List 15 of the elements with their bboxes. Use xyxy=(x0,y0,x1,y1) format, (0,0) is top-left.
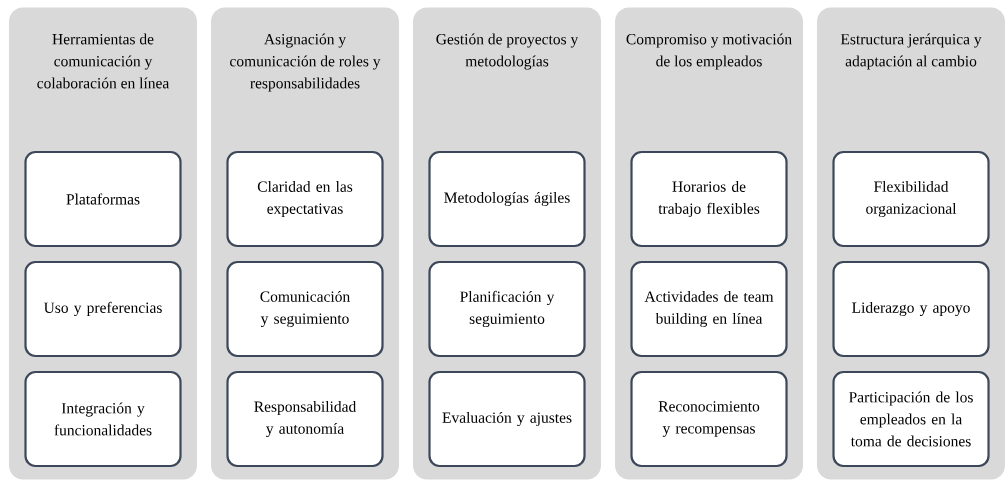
item-box: Horarios de trabajo flexibles xyxy=(630,150,788,248)
item-box: Plataformas xyxy=(24,150,182,248)
item-box: Claridad en las expectativas xyxy=(226,150,384,248)
item-box: Comunicación y seguimiento xyxy=(226,260,384,358)
item-box: Reconocimiento y recompensas xyxy=(630,370,788,468)
item-box: Participación de los empleados en la toma de decisiones xyxy=(832,370,990,468)
item-box: Integración y funcionalidades xyxy=(24,370,182,468)
item-box: Actividades de team building en línea xyxy=(630,260,788,358)
item-box: Responsabilidad y autonomía xyxy=(226,370,384,468)
item-box: Metodologías ágiles xyxy=(428,150,586,248)
item-box: Liderazgo y apoyo xyxy=(832,260,990,358)
item-box: Evaluación y ajustes xyxy=(428,370,586,468)
item-box: Uso y preferencias xyxy=(24,260,182,358)
item-box: Planificación y seguimiento xyxy=(428,260,586,358)
item-box: Flexibilidad organizacional xyxy=(832,150,990,248)
